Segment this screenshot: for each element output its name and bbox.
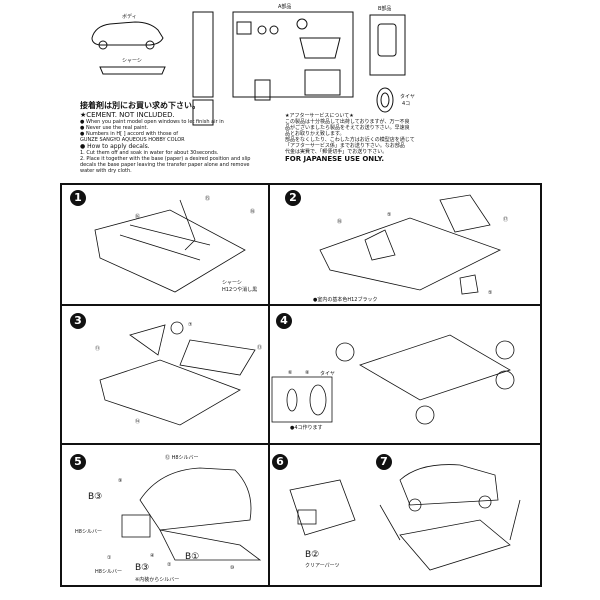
part-label: ⑯ bbox=[135, 214, 141, 220]
cement-en: ★CEMENT. NOT INCLUDED. bbox=[80, 111, 175, 119]
part-label: ⑩ bbox=[230, 565, 235, 571]
part-label: ⑭ bbox=[135, 419, 141, 425]
part-label: ① bbox=[107, 555, 112, 561]
step-number: 5 bbox=[70, 454, 86, 470]
after-service-line: 代金は実費で、「郵便切手」でお送り下さい。 bbox=[285, 149, 388, 155]
parts-b-label: B部品 bbox=[378, 6, 392, 12]
after-service-line: 品とお取りかえ致します。 bbox=[285, 131, 345, 137]
part-label: ⑤ bbox=[488, 290, 493, 296]
after-service-line: 「アフターサービス係」までお送り下さい。なお部品 bbox=[285, 143, 405, 149]
part-label: ⑮ bbox=[205, 196, 211, 202]
step-number: 6 bbox=[272, 454, 288, 470]
step-number: 7 bbox=[376, 454, 392, 470]
part-label: クリアーパーツ bbox=[305, 563, 340, 569]
step-number: 1 bbox=[70, 190, 86, 206]
chassis-label: シャーシ bbox=[122, 58, 142, 64]
body-label: ボディ bbox=[122, 14, 137, 20]
part-label: ② bbox=[167, 562, 172, 568]
part-label: ⑱ bbox=[337, 219, 343, 225]
part-label: ●4コ作ります bbox=[290, 425, 323, 431]
step-number: 2 bbox=[285, 190, 301, 206]
divider bbox=[60, 443, 542, 445]
decals-step: 2. Place it together with the base (pape… bbox=[80, 156, 251, 174]
part-label: ⑧ bbox=[305, 370, 310, 376]
part-label: タイヤ bbox=[320, 371, 335, 377]
part-label: ⑫ H8シルバー bbox=[165, 455, 199, 461]
after-service-title: ★アフターサービスについて★ bbox=[285, 113, 354, 119]
part-label: B③ bbox=[135, 563, 150, 573]
decals-step: 1. Cut them off and soak in water for ab… bbox=[80, 150, 219, 156]
after-service-line: 品がございましたら製品をそえてお送り下さい。早速良 bbox=[285, 125, 410, 131]
note-line: ● Numbers in H[ ] accord with those of bbox=[80, 131, 179, 137]
part-label: ⑤ bbox=[387, 212, 392, 218]
part-label: ⑦ bbox=[188, 322, 193, 328]
part-label: H8シルバー bbox=[75, 529, 102, 535]
part-label: B③ bbox=[88, 492, 103, 502]
note-line: GUNZE SANGYO AQUEOUS HOBBY COLOR bbox=[80, 137, 185, 143]
note-line: ● Never use the real paint. bbox=[80, 125, 149, 131]
part-label: ※内装からシルバー bbox=[135, 577, 180, 583]
instruction-frame bbox=[60, 183, 542, 587]
after-service-block: ★アフターサービスについて★ この製品は十分検品して出荷しておりますが、万一不良… bbox=[285, 113, 465, 163]
part-label: ⑨ bbox=[118, 478, 123, 484]
divider bbox=[268, 183, 270, 587]
notes-block: 接着剤は別にお買い求め下さい。 ★CEMENT. NOT INCLUDED. ●… bbox=[80, 100, 270, 174]
part-label: ④ bbox=[150, 553, 155, 559]
part-label: H12つや消し黒 bbox=[222, 287, 258, 293]
japanese-only-note: FOR JAPANESE USE ONLY. bbox=[285, 155, 385, 163]
parts-a-label: A部品 bbox=[278, 4, 292, 10]
after-service-line: この製品は十分検品して出荷しておりますが、万一不良 bbox=[285, 119, 410, 125]
cement-jp: 接着剤は別にお買い求め下さい。 bbox=[80, 101, 200, 110]
tire-count: 4コ bbox=[402, 101, 411, 107]
step-number: 4 bbox=[276, 313, 292, 329]
step-number: 3 bbox=[70, 313, 86, 329]
part-label: H8シルバー bbox=[95, 569, 122, 575]
divider bbox=[60, 304, 542, 306]
part-label: B① bbox=[185, 552, 200, 562]
part-label: B② bbox=[305, 550, 320, 560]
part-label: ⑰ bbox=[503, 217, 509, 223]
part-label: ⑥ bbox=[288, 370, 293, 376]
part-label: ⑱ bbox=[250, 209, 256, 215]
part-label: ⑬ bbox=[257, 345, 263, 351]
decals-title: ● How to apply decals. bbox=[80, 143, 150, 150]
part-label: シャーシ bbox=[222, 280, 242, 286]
part-label: ●室内の基本色H12ブラック bbox=[313, 297, 378, 303]
tire-label: タイヤ bbox=[400, 94, 415, 100]
note-line: ● When you paint model open windows to l… bbox=[80, 119, 224, 125]
after-service-line: 部品をなくしたり、こわした方はお近くの模型店を通じて bbox=[285, 137, 415, 143]
part-label: ⑪ bbox=[95, 346, 101, 352]
